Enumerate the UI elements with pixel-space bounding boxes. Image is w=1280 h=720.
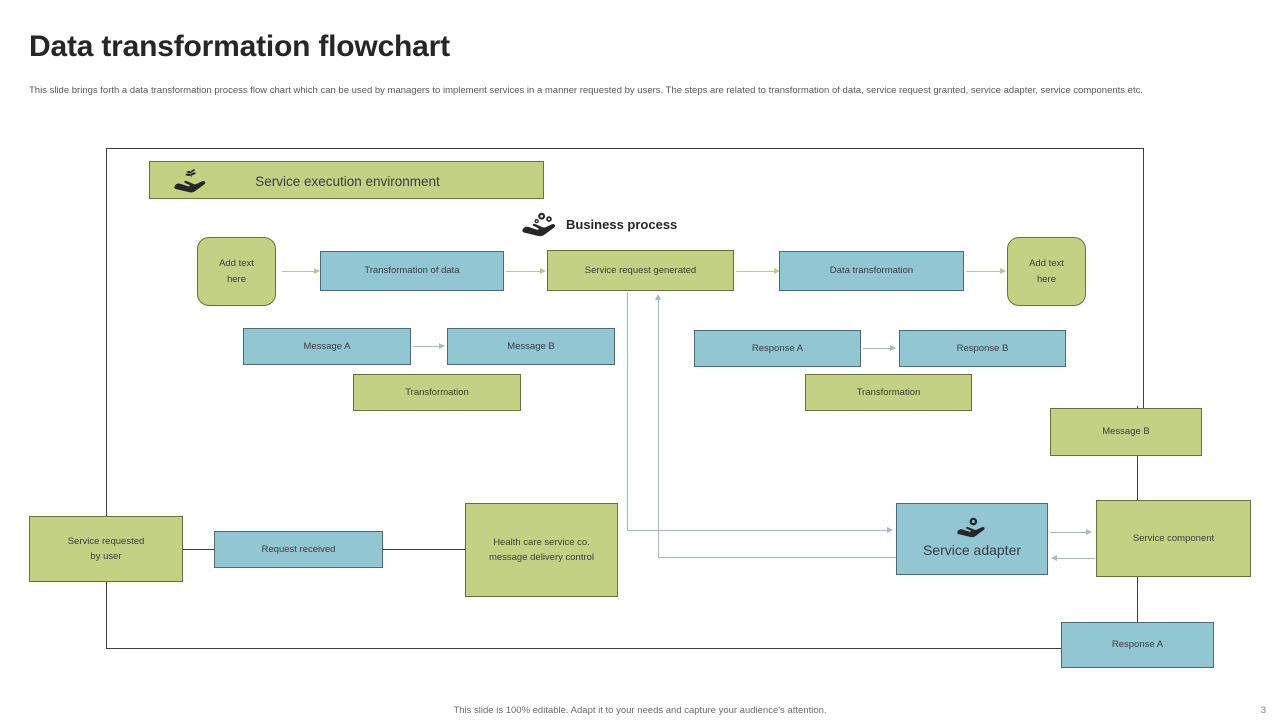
- connector-addtext-to-transformation: [282, 271, 316, 272]
- frame-top-edge: [106, 148, 1144, 149]
- connector-component-to-adapter: [1057, 558, 1095, 559]
- node-response-b[interactable]: Response B: [899, 330, 1066, 367]
- frame-bottom-edge: [106, 648, 1062, 649]
- node-service-requested-line1: Service requested: [67, 535, 145, 547]
- node-transformation-right-label: Transformation: [856, 386, 921, 398]
- connector-adapter-to-component: [1050, 532, 1088, 533]
- node-add-text-right[interactable]: Add text here: [1007, 237, 1086, 306]
- arrow-messagea-to-messageb: [439, 343, 445, 349]
- arrow-adapter-to-component: [1086, 529, 1092, 535]
- link-received-to-health: [383, 549, 465, 550]
- node-add-text-right-line1: Add text: [1029, 258, 1064, 270]
- arrow-into-service-adapter-top: [887, 527, 893, 533]
- footer-note: This slide is 100% editable. Adapt it to…: [453, 705, 827, 716]
- arrow-transformation-to-request: [540, 268, 546, 274]
- node-request-received-label: Request received: [261, 543, 336, 555]
- node-response-a[interactable]: Response A: [694, 330, 861, 367]
- node-health-care-service[interactable]: Health care service co. message delivery…: [465, 503, 618, 597]
- node-response-b-label: Response B: [956, 342, 1009, 354]
- node-service-requested-line2: by user: [90, 551, 122, 562]
- connector-request-to-datatransformation: [736, 271, 776, 272]
- link-requested-to-received: [182, 549, 214, 550]
- node-response-a-bottom[interactable]: Response A: [1061, 622, 1214, 668]
- connector-transformation-to-request: [506, 271, 542, 272]
- node-service-adapter[interactable]: Service adapter: [896, 503, 1048, 575]
- node-transformation-right[interactable]: Transformation: [805, 374, 972, 411]
- node-data-transformation[interactable]: Data transformation: [779, 251, 964, 291]
- node-health-care-line2: message delivery control: [488, 552, 595, 563]
- node-add-text-left[interactable]: Add text here: [197, 237, 276, 306]
- hand-holding-gear-icon: [957, 516, 987, 538]
- connector-request-down-vertical: [627, 292, 628, 530]
- arrow-request-to-datatransformation: [774, 268, 780, 274]
- connector-responsea-to-responseb: [863, 348, 892, 349]
- node-message-b[interactable]: Message B: [447, 328, 615, 365]
- node-request-received[interactable]: Request received: [214, 531, 383, 568]
- business-process-label: Business process: [566, 216, 678, 232]
- node-response-a-bottom-label: Response A: [1111, 639, 1164, 651]
- node-service-component-label: Service component: [1132, 532, 1215, 544]
- arrow-datatransformation-to-addtext: [1000, 268, 1006, 274]
- node-transformation-left[interactable]: Transformation: [353, 374, 521, 411]
- slide-subtitle: This slide brings forth a data transform…: [29, 85, 1143, 96]
- connector-datatransformation-to-addtext: [966, 271, 1002, 272]
- right-spine-lower: [1137, 572, 1138, 622]
- node-transformation-left-label: Transformation: [405, 386, 469, 398]
- arrow-responsea-to-responseb: [890, 345, 896, 351]
- node-service-request-generated[interactable]: Service request generated: [547, 250, 734, 291]
- arrow-up-into-service-request-generated: [655, 294, 661, 300]
- left-stub-lower: [106, 582, 107, 649]
- node-message-a-label: Message A: [303, 340, 351, 352]
- frame-right-edge: [1143, 148, 1144, 436]
- node-message-b-right[interactable]: Message B: [1050, 408, 1202, 456]
- banner-label: Service execution environment: [255, 173, 440, 189]
- connector-adapter-return-horizontal: [658, 557, 896, 558]
- node-service-requested-by-user[interactable]: Service requested by user: [29, 516, 183, 582]
- node-add-text-right-line2: here: [1036, 273, 1056, 285]
- node-add-text-left-line1: Add text: [219, 258, 254, 270]
- left-stub-upper: [106, 148, 107, 516]
- page-number: 3: [1260, 705, 1266, 716]
- node-service-component[interactable]: Service component: [1096, 500, 1251, 577]
- connector-adapter-return-vertical: [658, 300, 659, 558]
- service-execution-environment-banner: Service execution environment: [149, 161, 544, 199]
- node-transformation-of-data-label: Transformation of data: [364, 265, 460, 277]
- flowchart-diagram: Service execution environment Bus: [29, 148, 1251, 668]
- hand-holding-plant-icon: [174, 169, 208, 193]
- right-spine-mid: [1137, 456, 1138, 506]
- node-transformation-of-data[interactable]: Transformation of data: [320, 251, 504, 291]
- node-response-a-label: Response A: [751, 342, 804, 354]
- arrow-component-to-adapter: [1051, 555, 1057, 561]
- page-title: Data transformation flowchart: [29, 30, 450, 63]
- node-message-b-label: Message B: [507, 340, 555, 352]
- node-service-request-generated-label: Service request generated: [584, 264, 697, 276]
- node-message-b-right-label: Message B: [1102, 426, 1150, 438]
- node-message-a[interactable]: Message A: [243, 328, 411, 365]
- node-service-adapter-label: Service adapter: [922, 542, 1022, 559]
- arrow-addtext-to-transformation: [314, 268, 320, 274]
- connector-messagea-to-messageb: [413, 346, 441, 347]
- node-data-transformation-label: Data transformation: [829, 265, 914, 277]
- connector-request-to-adapter-horizontal: [627, 530, 889, 531]
- hand-holding-gears-icon: [522, 211, 558, 237]
- business-process-heading: Business process: [522, 208, 677, 240]
- node-health-care-line1: Health care service co.: [493, 536, 590, 548]
- node-add-text-left-line2: here: [226, 273, 246, 285]
